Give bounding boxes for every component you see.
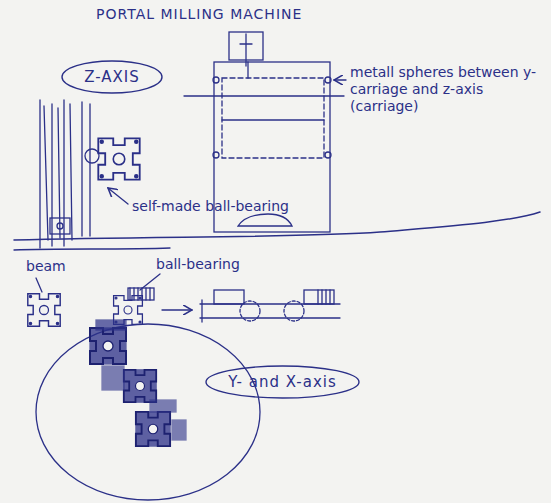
- axis-label: Z-AXIS: [60, 68, 164, 86]
- axis-label: Y- and X-axis: [204, 373, 361, 391]
- note-label: metall spheres between y-carriage and z-…: [350, 64, 542, 115]
- note-label: beam: [26, 258, 66, 275]
- note-label: ball-bearing: [156, 256, 240, 273]
- title: PORTAL MILLING MACHINE: [96, 6, 302, 23]
- axis-ellipse: Z-AXIS: [60, 59, 164, 95]
- note-label: self-made ball-bearing: [132, 198, 289, 215]
- axis-ellipse: Y- and X-axis: [204, 364, 361, 400]
